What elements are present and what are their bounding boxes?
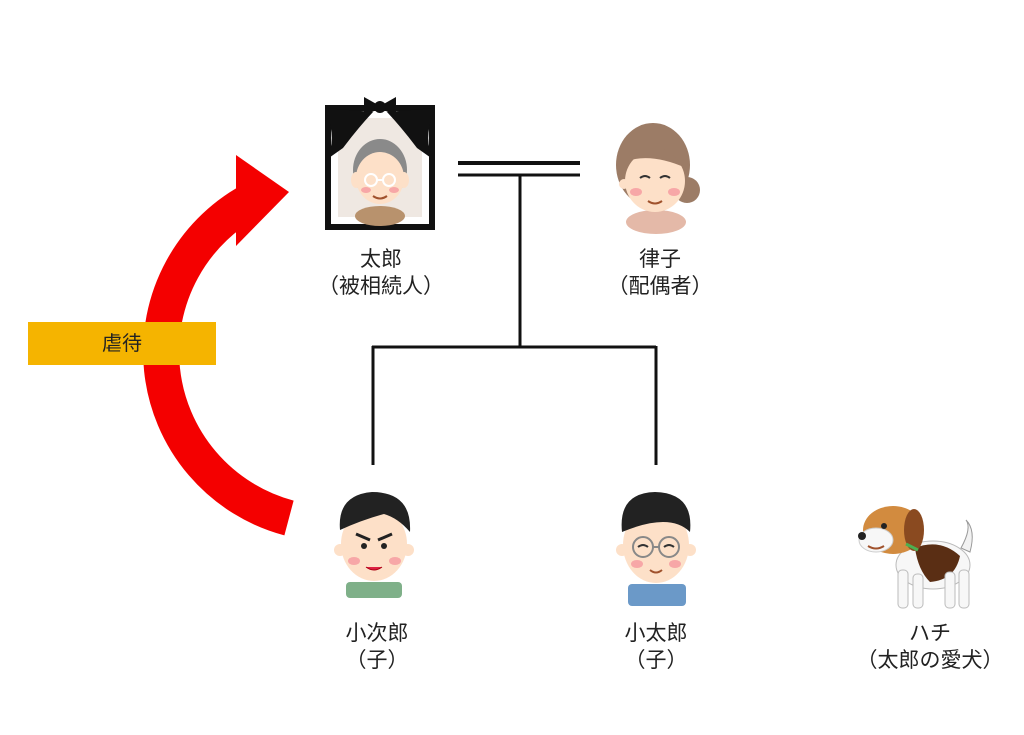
pet-name: ハチ xyxy=(909,621,951,645)
person-role: （子） xyxy=(345,648,409,672)
person-role: （被相続人） xyxy=(318,274,444,298)
pet-role: （太郎の愛犬） xyxy=(856,648,1004,672)
person-label-kotaro: 小太郎 （子） xyxy=(625,620,688,674)
beagle-dog-icon xyxy=(858,506,973,609)
person-name: 太郎 xyxy=(360,247,402,271)
person-name: 小次郎 xyxy=(345,621,409,645)
pet-label-hachi: ハチ （太郎の愛犬） xyxy=(857,620,1004,674)
old-woman-icon xyxy=(616,123,700,234)
descent-lines xyxy=(371,175,658,465)
person-role: （子） xyxy=(624,648,688,672)
abuse-label: 虐待 xyxy=(28,322,216,365)
marriage-line xyxy=(458,161,580,177)
curved-arrow-icon xyxy=(143,155,294,536)
boy-with-glasses-icon xyxy=(616,492,696,606)
person-name: 律子 xyxy=(639,247,681,271)
memorial-portrait-icon xyxy=(325,97,435,230)
person-label-ritsuko: 律子 （配偶者） xyxy=(608,246,713,300)
person-label-kojiro: 小次郎 （子） xyxy=(346,620,409,674)
person-name: 小太郎 xyxy=(624,621,688,645)
person-label-taro: 太郎 （被相続人） xyxy=(318,246,444,300)
person-role: （配偶者） xyxy=(607,274,713,298)
angry-boy-icon xyxy=(334,492,414,598)
